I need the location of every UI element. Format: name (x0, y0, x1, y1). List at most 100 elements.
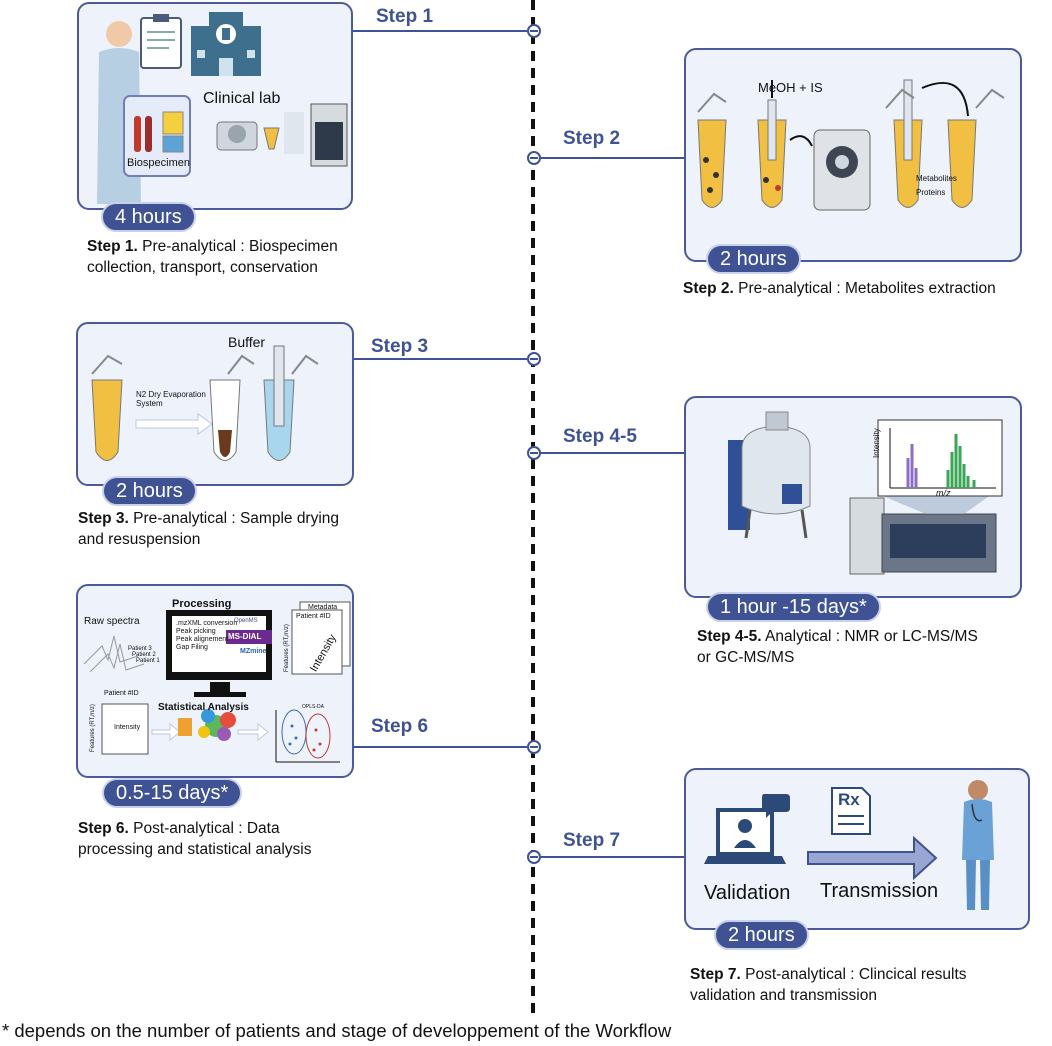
step45-connector (541, 452, 684, 454)
step6-connector (354, 746, 527, 748)
openms-label: OpenMS (234, 618, 258, 624)
hospital-icon (191, 12, 261, 76)
step1-description: Step 1. Pre-analytical : Biospecimen col… (87, 236, 338, 278)
step2-illustration (697, 79, 1005, 211)
tube-dried (209, 354, 255, 461)
stats-arrow (151, 722, 181, 742)
mass-spectrum-inset (877, 419, 1003, 497)
doctor-figure (962, 780, 994, 910)
transmission-arrow (807, 835, 938, 881)
mass-spectrum-peaks (906, 434, 976, 488)
processing-title: Processing (172, 598, 232, 610)
biospecimen-label: Biospecimen (127, 157, 190, 169)
step7-label: Step 7 (563, 830, 621, 851)
laptop-icon (704, 794, 790, 864)
nmr-spectrometer (728, 411, 811, 539)
proc-step2: Peak picking (176, 628, 216, 635)
metadata-sheets (291, 601, 351, 675)
patient3-label: Patient 3 (128, 646, 152, 652)
step7-duration-badge: 2 hours (714, 920, 809, 950)
step2-title: Step 2. (683, 280, 734, 297)
step2-label: Step 2 (563, 128, 621, 149)
metadata-label: Metadata (308, 604, 338, 611)
step3-title: Step 3. (78, 510, 129, 527)
lc-ms-instrument (849, 494, 997, 575)
evaporation-label-line1: N2 Dry Evaporation (136, 390, 206, 399)
tube-sample (91, 354, 123, 461)
mzmine-label: MZmine (240, 648, 267, 655)
step7-description: Step 7. Post-analytical : Clincical resu… (690, 964, 967, 1006)
tube-open-yellow (697, 92, 727, 208)
step6-desc-line2: processing and statistical analysis (78, 841, 312, 858)
rx-label: Rx (838, 790, 860, 809)
clinical-lab-label: Clinical lab (203, 90, 281, 107)
table-patient-id: Patient #ID (104, 690, 139, 697)
raw-spectra-stack (83, 635, 145, 673)
step45-label: Step 4-5 (563, 426, 637, 447)
step7-connector (541, 856, 684, 858)
step7-desc-line2: validation and transmission (690, 987, 877, 1004)
step1-label: Step 1 (376, 6, 434, 27)
step3-desc-line2: and resuspension (78, 531, 201, 548)
step1-desc-line1: Pre-analytical : Biospecimen (137, 238, 338, 255)
step1-illustration (97, 12, 348, 211)
step7-illustration (704, 780, 994, 910)
stats-title: Statistical Analysis (158, 702, 249, 713)
evaporation-arrow (135, 413, 213, 435)
step6-desc-line1: Post-analytical : Data (128, 820, 280, 837)
msdial-logo (226, 630, 272, 644)
step45-desc-line2: or GC-MS/MS (697, 649, 795, 666)
spectrum-yaxis-label: Intensity (872, 428, 881, 458)
step1-title: Step 1. (87, 238, 138, 255)
step1-duration-badge: 4 hours (101, 202, 196, 232)
step7-node (527, 850, 541, 864)
step3-illustration (91, 345, 319, 461)
step3-label: Step 3 (371, 336, 429, 357)
step45-title: Step 4-5. (697, 628, 762, 645)
step45-desc-line1: Analytical : NMR or LC-MS/MS (761, 628, 978, 645)
patient2-label: Patient 2 (132, 652, 156, 658)
step3-node (527, 352, 541, 366)
step2-desc-line1: Pre-analytical : Metabolites extraction (733, 280, 996, 297)
step6-box: Raw spectra Patient 3 Patient 2 Patient … (76, 584, 354, 808)
tube-separated (885, 79, 923, 208)
step1-desc-line2: collection, transport, conservation (87, 259, 318, 276)
proc-step3: Peak alignement (176, 636, 229, 643)
step6-illustration (83, 601, 351, 763)
step7-desc-line1: Post-analytical : Clincical results (740, 966, 967, 983)
patient1-label: Patient 1 (136, 658, 160, 664)
stats-network-icon (198, 709, 236, 741)
tube-supernatant (921, 82, 1005, 208)
spectrum-xaxis-label: m/z (936, 488, 951, 498)
step45-illustration (728, 411, 1003, 575)
clipboard-icon (140, 14, 182, 69)
step3-desc-line1: Pre-analytical : Sample drying (128, 510, 340, 527)
metadata-features: Features (RT,m/z) (284, 624, 290, 672)
step6-description: Step 6. Post-analytical : Data processin… (78, 818, 311, 860)
oplsda-plot (275, 709, 340, 763)
feature-table (101, 703, 149, 755)
step3-duration-badge: 2 hours (102, 476, 197, 506)
step6-title: Step 6. (78, 820, 129, 837)
centrifuge-icon (789, 129, 871, 211)
oplsda-label: OPLS-DA (302, 704, 324, 710)
msdial-label: MS-DIAL (228, 632, 262, 641)
table-features: Features (RT,m/z) (90, 704, 96, 752)
step2-connector (541, 157, 684, 159)
proteins-label: Proteins (916, 188, 946, 197)
transmission-label: Transmission (820, 880, 939, 902)
reagent-label: MeOH + IS (758, 80, 823, 95)
step2-description: Step 2. Pre-analytical : Metabolites ext… (683, 278, 996, 299)
step3-box: Buffer N2 Dry Evaporation System 2 hours (76, 322, 354, 506)
step6-node (527, 740, 541, 754)
metadata-patient-id: Patient #ID (296, 613, 331, 620)
buffer-label: Buffer (228, 334, 266, 350)
step7-box: Rx Validation Transmission 2 hours (684, 768, 1030, 950)
step2-duration-badge: 2 hours (706, 244, 801, 274)
evaporation-label-line2: System (136, 399, 163, 408)
step2-node (527, 151, 541, 165)
proc-step4: Gap Filing (176, 644, 208, 651)
step45-description: Step 4-5. Analytical : NMR or LC-MS/MS o… (697, 626, 978, 668)
tube-with-reagent (757, 80, 787, 208)
step6-label: Step 6 (371, 716, 429, 737)
